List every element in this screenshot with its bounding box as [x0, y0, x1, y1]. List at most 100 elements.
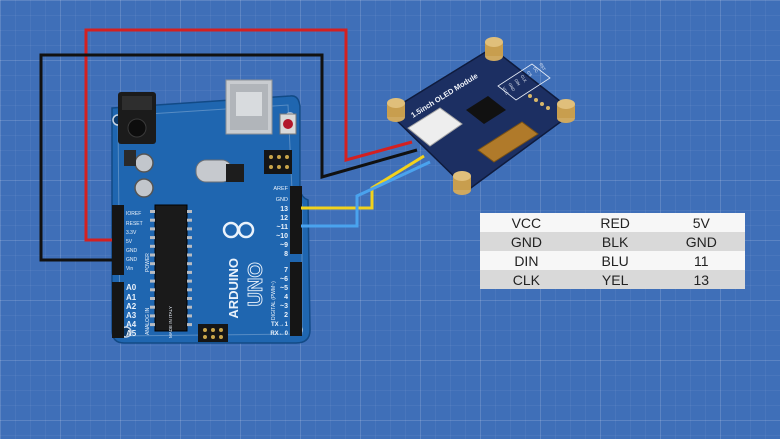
digital-section-label: DIGITAL (PWM~)	[271, 281, 277, 320]
atmega-microcontroller	[150, 204, 192, 332]
pin-label-a0: A0	[126, 283, 137, 292]
pin-label-gnd-1: GND	[126, 248, 138, 254]
cell-wire-color: RED	[572, 213, 658, 232]
wire-vcc	[84, 28, 413, 242]
oled-pin-label: DC	[532, 66, 539, 74]
pin-label-6: ~6	[280, 276, 288, 283]
chip-pin	[187, 227, 192, 231]
reset-button	[279, 113, 297, 135]
wire-din	[301, 160, 431, 228]
wire-gnd	[39, 53, 418, 262]
pin-label-5: ~5	[280, 285, 288, 292]
pin-label-a5: A5	[126, 329, 137, 338]
pin-label-3: ~3	[280, 303, 288, 310]
chip-pin	[150, 297, 155, 300]
pin-label-reset: RESET	[126, 221, 143, 227]
chip-pin	[150, 305, 155, 309]
wire-clk	[301, 154, 425, 210]
oled-connector	[407, 107, 463, 147]
pin-label-3v3: 3.3V	[126, 230, 137, 236]
arduino-logo-icon	[222, 221, 255, 239]
pin-label-vin: Vin	[126, 266, 133, 272]
standoff	[557, 99, 575, 123]
pin-label-12: 12	[280, 215, 288, 222]
chip-pin	[187, 323, 192, 327]
standoff	[453, 171, 471, 195]
oled-pin-label: GND	[507, 82, 516, 92]
chip-pin	[187, 297, 192, 300]
pin-label-aref: AREF	[273, 186, 288, 192]
usb-b-connector	[225, 79, 273, 135]
pin-label-9: ~9	[280, 242, 288, 249]
chip-pin	[150, 262, 155, 266]
chip-pin	[187, 305, 192, 309]
arduino-uno-board: ARDUINO UNO MADE IN ITALY IOREF RESET 3.…	[111, 79, 311, 344]
chip-pin	[150, 244, 155, 248]
pin-label-a2: A2	[126, 302, 137, 311]
standoff	[485, 37, 503, 61]
pin-label-1: TX→1	[271, 322, 289, 328]
cell-wire-color: BLU	[572, 251, 658, 270]
analog-header	[112, 282, 124, 338]
oled-pin-label: RST	[538, 62, 547, 72]
chip-pin	[187, 218, 192, 222]
pin-label-4: 4	[284, 294, 288, 301]
cell-arduino-pin: 13	[657, 270, 745, 289]
chip-pin	[187, 314, 192, 318]
chip-pin	[150, 227, 155, 231]
pin-label-gnd-top: GND	[276, 197, 288, 203]
pin-label-ioref: IOREF	[126, 211, 141, 217]
chip-pin	[150, 288, 155, 292]
pin-label-10: ~10	[276, 233, 288, 240]
pin-label-a4: A4	[126, 320, 137, 329]
icsp-header-bottom	[198, 324, 228, 342]
oled-flex-ribbon	[477, 121, 539, 163]
standoff	[387, 98, 405, 122]
pin-label-8: 8	[284, 251, 288, 258]
chip-pin	[150, 323, 155, 327]
pin-label-0: RX←0	[270, 331, 288, 337]
oled-pin-label: DIN	[514, 78, 522, 87]
digital-header-high	[290, 186, 302, 254]
cell-arduino-pin: GND	[657, 232, 745, 251]
icsp-header-top	[264, 150, 292, 174]
chip-pin	[150, 210, 155, 213]
pin-label-2: 2	[284, 312, 288, 319]
cell-wire-color: YEL	[572, 270, 658, 289]
chip-pin	[187, 279, 192, 283]
capacitor	[134, 178, 154, 198]
cell-arduino-pin: 5V	[657, 213, 745, 232]
made-in-label: MADE IN ITALY	[168, 306, 173, 338]
digital-header-low	[290, 262, 302, 336]
chip-pin	[150, 279, 155, 283]
chip-pin	[187, 270, 192, 274]
board-brand: ARDUINO	[226, 258, 241, 319]
chip-pin	[187, 262, 192, 266]
power-header	[112, 205, 124, 275]
wires	[39, 28, 431, 262]
chip-pin	[187, 253, 192, 257]
chip-pin	[150, 253, 155, 257]
analog-section-label: ANALOG IN	[145, 307, 151, 335]
cell-wire-color: BLK	[572, 232, 658, 251]
chip-pin	[150, 236, 155, 240]
pin-label-13: 13	[280, 206, 288, 213]
cell-arduino-pin: 11	[657, 251, 745, 270]
oled-pin-label: CS	[526, 70, 533, 78]
chip-pin	[187, 210, 192, 213]
chip-pin	[187, 236, 192, 240]
chip-pin	[150, 270, 155, 274]
chip-pin	[187, 288, 192, 292]
cell-module-pin: DIN	[480, 251, 573, 270]
pin-label-a1: A1	[126, 293, 137, 302]
pin-label-5v: 5V	[126, 239, 133, 245]
oled-driver-chip	[466, 96, 506, 124]
pin-label-gnd-2: GND	[126, 257, 138, 263]
